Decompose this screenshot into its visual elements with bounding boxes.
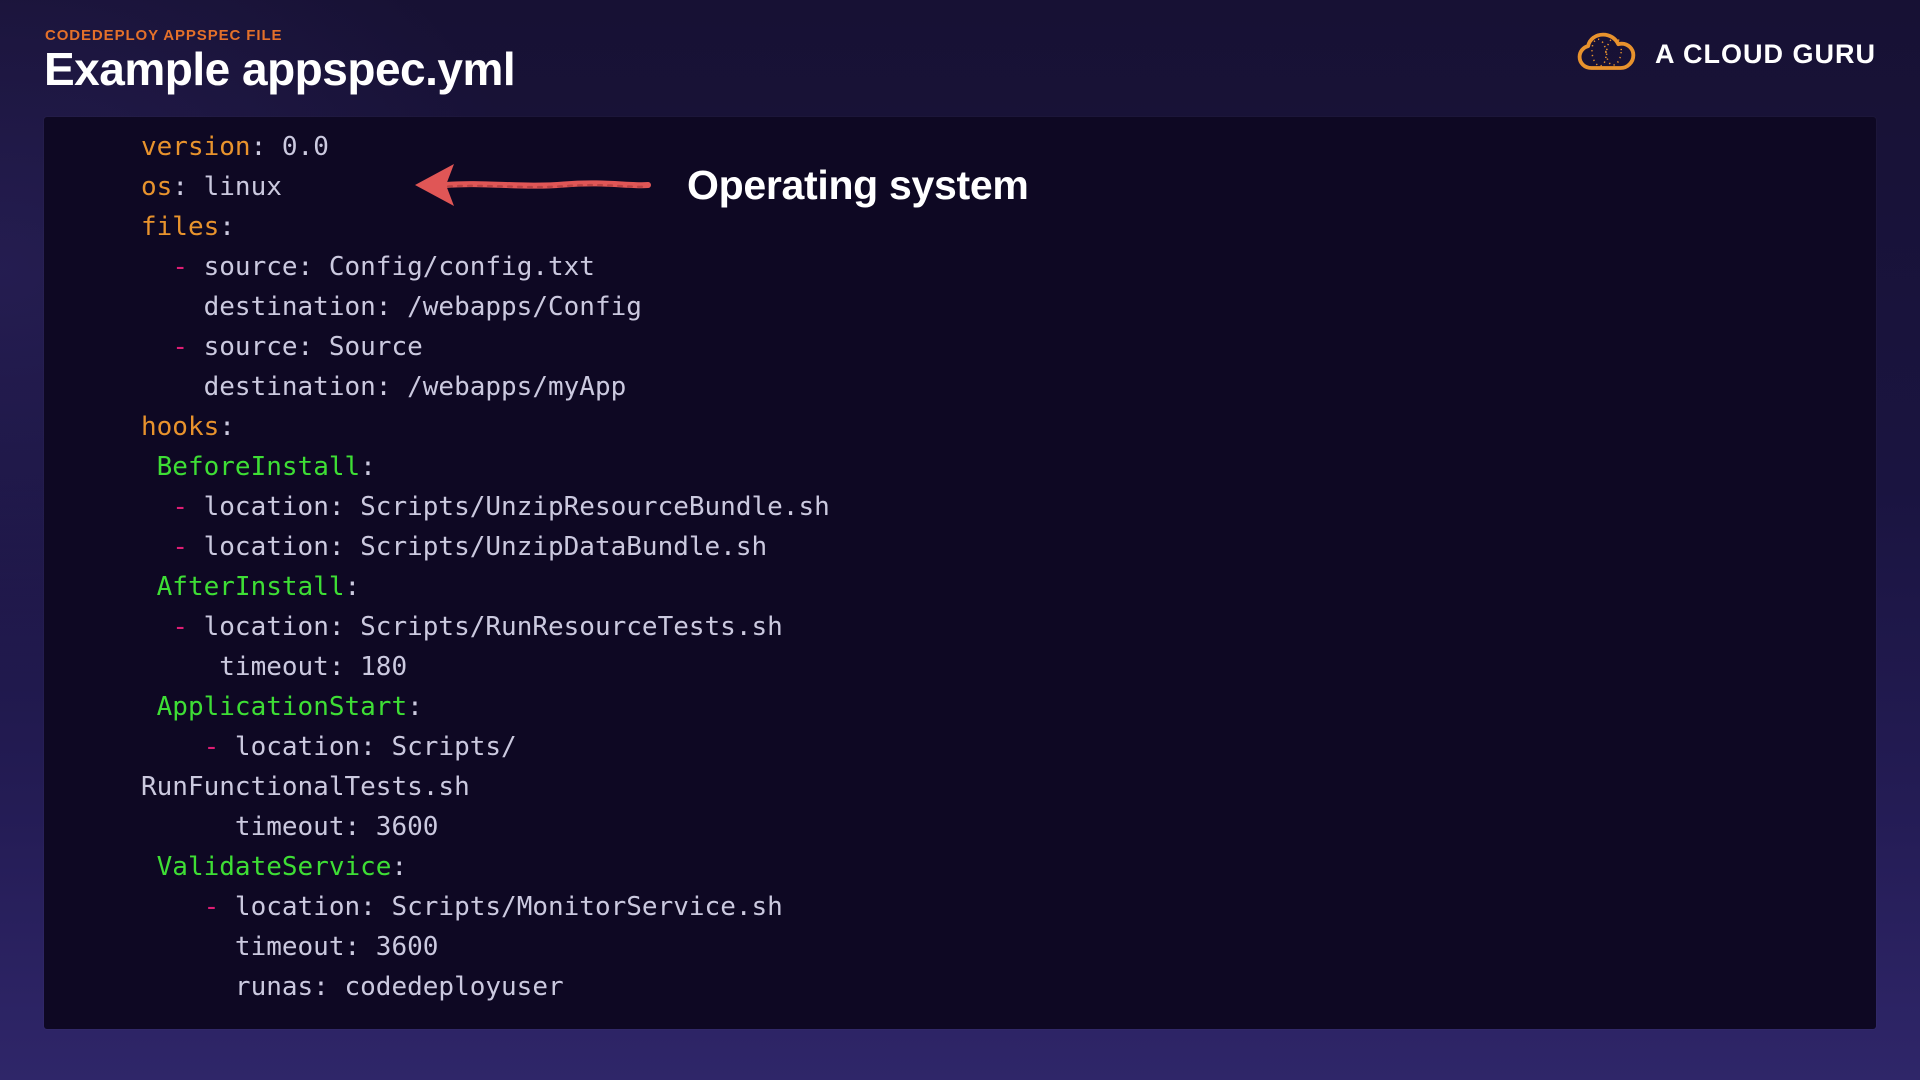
code-line: BeforeInstall: (156, 452, 376, 482)
cloud-icon (1575, 30, 1639, 79)
code-line: timeout: 3600 (141, 812, 439, 842)
code-line: - location: Scripts/UnzipDataBundle.sh (172, 532, 768, 562)
page-title: Example appspec.yml (44, 43, 516, 95)
eyebrow-label: CODEDEPLOY APPSPEC FILE (45, 27, 283, 44)
code-line: files: (141, 212, 235, 242)
code-panel: version: 0.0 os: linux files: - source: Co… (44, 117, 1876, 1029)
code-line: - location: Scripts/ (203, 732, 517, 762)
code-line: version: 0.0 (141, 132, 329, 162)
acg-logo: A CLOUD GURU (1575, 30, 1876, 79)
code-line: - location: Scripts/MonitorService.sh (203, 892, 783, 922)
code-line: destination: /webapps/myApp (141, 372, 627, 402)
left-arrow-icon (412, 159, 654, 211)
code-line: ValidateService: (156, 852, 408, 882)
code-line: - source: Config/config.txt (172, 252, 595, 282)
code-line: - location: Scripts/RunResourceTests.sh (172, 612, 783, 642)
code-line: timeout: 3600 (141, 932, 439, 962)
code-line: ApplicationStart: (156, 692, 423, 722)
annotation-label: Operating system (687, 162, 1029, 208)
code-line: AfterInstall: (156, 572, 361, 602)
code-line: runas: codedeployuser (141, 972, 564, 1002)
code-block: version: 0.0 os: linux files: - source: Co… (141, 127, 1856, 1007)
code-line: destination: /webapps/Config (141, 292, 642, 322)
code-line: RunFunctionalTests.sh (141, 772, 470, 802)
acg-logo-text: A CLOUD GURU (1655, 39, 1876, 69)
code-line: - location: Scripts/UnzipResourceBundle.… (172, 492, 830, 522)
code-line: timeout: 180 (141, 652, 408, 682)
code-line: - source: Source (172, 332, 423, 362)
code-line: hooks: (141, 412, 235, 442)
code-line: os: linux (141, 172, 282, 202)
